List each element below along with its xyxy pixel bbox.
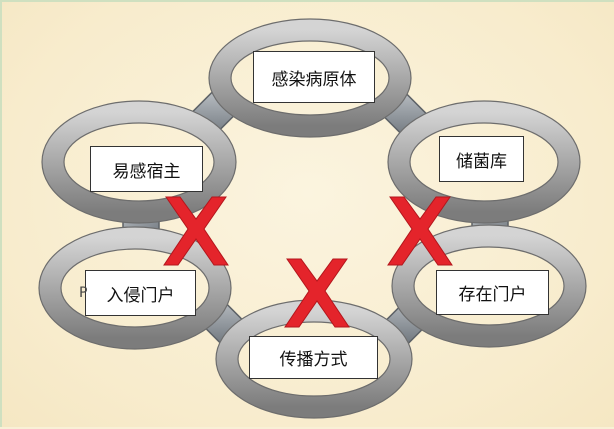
ring-portal-exit xyxy=(391,224,587,348)
break-chain-cross-icon xyxy=(163,196,229,266)
label-transmission: 传播方式 xyxy=(249,336,378,379)
label-host: 易感宿主 xyxy=(90,146,203,192)
chain-rings xyxy=(38,18,587,419)
ring-reservoir xyxy=(387,100,581,224)
break-chain-cross-icon xyxy=(387,196,453,266)
ring-host xyxy=(41,100,237,224)
edge-glyph: P xyxy=(79,285,88,301)
break-crosses xyxy=(163,196,453,328)
label-portal-entry: 入侵门户 xyxy=(85,270,196,316)
break-chain-cross-icon xyxy=(284,258,350,328)
label-portal-exit: 存在门户 xyxy=(436,270,549,315)
label-pathogen: 感染病原体 xyxy=(253,51,375,103)
ring-portal-entry xyxy=(38,226,232,350)
label-reservoir: 储菌库 xyxy=(439,136,524,182)
ring-pathogen xyxy=(208,18,412,138)
